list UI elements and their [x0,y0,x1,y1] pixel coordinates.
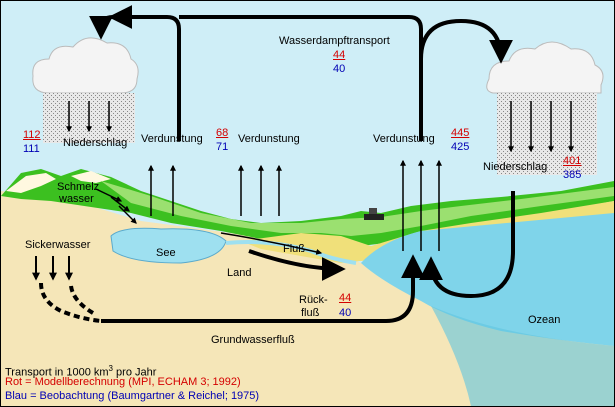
cloud-left [32,37,139,94]
legend-model: Rot = Modellberechnung (MPI, ECHAM 3; 19… [5,376,241,388]
arrow-top-left [108,5,181,141]
value-verdunstung-land-obs: 71 [216,141,229,153]
ocean [361,213,614,346]
value-niederschlag-ozean-model: 401 [563,155,582,167]
label-niederschlag-right: Niederschlag [483,161,548,173]
arrow-ocean-loop [419,191,515,299]
melt-arrow-2 [110,196,130,212]
value-verdunstung-land-model: 68 [216,127,229,139]
legend-transport-sup: 3 [108,364,113,373]
groundwater-dashed-2 [69,285,95,315]
cloud-right [486,41,604,94]
value-verdunstung-ozean-obs: 425 [451,141,470,153]
label-fluss: Fluß [283,243,305,255]
river-arrow [220,232,323,255]
river-arrow-2 [248,249,346,281]
label-schmelzwasser-2: wasser [59,193,94,205]
value-niederschlag-land-obs: 111 [23,143,40,155]
melt-arrow-3 [118,205,137,224]
label-see: See [156,247,176,259]
label-schmelzwasser-1: Schmelz [57,181,100,193]
rain-right [497,93,597,175]
label-land: Land [227,267,252,279]
legend-transport-b: pro Jahr [112,366,157,379]
value-rueckfluss-model: 44 [339,292,352,304]
groundwater-dashed [39,282,102,323]
label-ozean: Ozean [528,314,561,326]
legend-observation: Blau = Beobachtung (Baumgartner & Reiche… [5,390,260,402]
arrow-top-right [179,15,423,141]
ocean-deep [431,306,614,406]
label-verdunstung-3: Verdunstung [373,133,435,145]
label-rueckfluss-2: fluß [301,307,320,319]
value-niederschlag-ozean-obs: 385 [563,169,582,181]
value-wasserdampf-model: 44 [333,49,346,61]
snow-peaks [6,171,111,193]
arrow-to-cloud-left [89,15,114,40]
legend-transport-a: Transport in 1000 km [5,366,109,379]
label-niederschlag-left: Niederschlag [63,137,128,149]
ship [364,208,384,220]
label-verdunstung-1: Verdunstung [141,133,203,145]
value-niederschlag-land-model: 112 [23,129,41,141]
arrow-loop-right [419,18,513,64]
label-rueckfluss-1: Rück- [299,294,328,306]
value-rueckfluss-obs: 40 [339,307,352,319]
label-grundwasserfluss: Grundwasserfluß [211,334,295,346]
label-wasserdampftransport: Wasserdampftransport [279,35,390,47]
groundwater-arrow [101,254,425,323]
value-wasserdampf-obs: 40 [333,63,346,75]
melt-arrow-1 [95,188,123,202]
label-sickerwasser: Sickerwasser [25,239,91,251]
vegetation-light [101,181,614,236]
label-verdunstung-2: Verdunstung [238,133,300,145]
value-verdunstung-ozean-model: 445 [451,127,470,139]
legend-transport: Transport in 1000 km3 pro Jahr [5,362,156,380]
